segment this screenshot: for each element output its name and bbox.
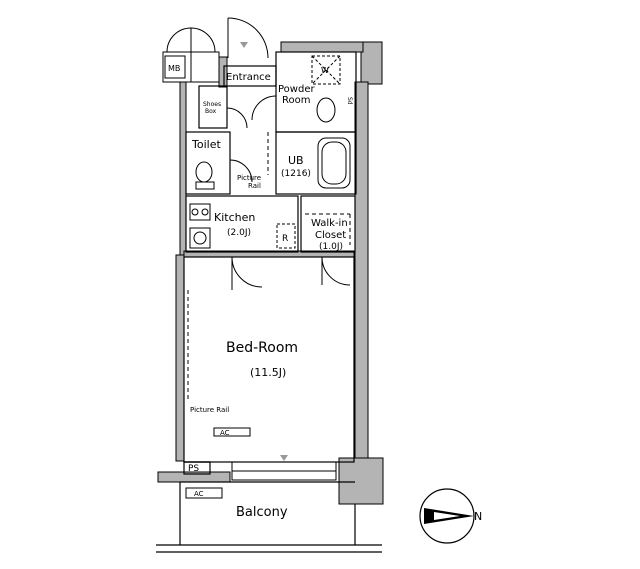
shelf-label: Sd xyxy=(346,97,353,105)
toilet-bowl xyxy=(195,161,213,183)
fridge-label: R xyxy=(282,234,288,244)
walkin-label-1: Walk-in xyxy=(311,218,348,229)
toilet-door xyxy=(229,159,253,183)
ub-box xyxy=(275,131,357,195)
washer-box xyxy=(311,55,341,85)
picture-rail-label-1: Picture xyxy=(237,174,261,182)
mb-box xyxy=(164,55,186,79)
picture-rail-label-2: Rail xyxy=(248,182,261,190)
powder-room-label-2: Room xyxy=(282,95,310,106)
powder-room-label-1: Powder xyxy=(278,84,315,95)
wall-left-upper xyxy=(179,81,187,258)
toilet-label: Toilet xyxy=(191,138,221,151)
wall-right-column xyxy=(354,81,369,463)
kitchen-label-1: Kitchen xyxy=(214,211,255,224)
ac-balcony-label: AC xyxy=(194,490,204,498)
bathtub-inner xyxy=(321,141,347,185)
ps-box xyxy=(183,461,211,475)
bedroom-label-2: (11.5J) xyxy=(250,366,286,379)
kitchen-sink xyxy=(189,227,211,249)
kitchen-label-2: (2.0J) xyxy=(227,228,251,238)
wall-left-lower xyxy=(175,254,185,462)
bedroom-box xyxy=(183,256,355,463)
meter-door-arc-right xyxy=(190,27,216,53)
partitions xyxy=(156,51,382,553)
meter-door-arc-left xyxy=(166,27,192,53)
vanity-sink xyxy=(316,97,336,123)
ac-room-unit xyxy=(213,427,251,437)
bedroom-picture-rail-label: Picture Rail xyxy=(190,406,229,414)
walkin-label-3: (1.0J) xyxy=(319,242,343,252)
bedroom-door-left xyxy=(231,256,263,290)
shoes-box-outline xyxy=(198,85,228,129)
compass: N xyxy=(419,488,482,544)
powder-door xyxy=(251,95,277,121)
toilet-tank xyxy=(195,181,215,190)
fridge-space xyxy=(276,223,296,249)
wall-right-upper xyxy=(360,41,383,85)
ub-label-1: UB xyxy=(288,154,304,167)
kitchen-box xyxy=(185,195,299,253)
front-door-arc xyxy=(227,17,269,59)
ac-room-label: AC xyxy=(220,429,230,437)
walls xyxy=(157,41,384,505)
entrance-label: Entrance xyxy=(226,72,271,83)
toilet-box xyxy=(185,131,231,195)
shoes-door xyxy=(226,107,248,129)
entry-marker xyxy=(240,42,248,48)
ac-balcony-unit xyxy=(185,487,223,499)
washer-label: W xyxy=(321,66,329,75)
balcony-marker xyxy=(280,455,288,461)
compass-north-label: N xyxy=(474,510,482,523)
stove xyxy=(189,203,211,221)
ub-label-2: (1216) xyxy=(281,169,311,179)
bedroom-label-1: Bed-Room xyxy=(226,340,298,356)
wall-right-pillar xyxy=(338,457,384,505)
bathtub xyxy=(317,137,351,189)
labels: Entrance Powder Room Shoes Box Toilet UB… xyxy=(168,64,353,520)
walkin-door xyxy=(321,256,351,286)
ps-label: PS xyxy=(188,464,199,474)
shoes-box-label-2: Box xyxy=(205,108,217,115)
wall-top-right xyxy=(280,41,364,53)
balcony-label: Balcony xyxy=(236,505,288,520)
shoes-box-label-1: Shoes xyxy=(203,101,221,108)
interior-doors xyxy=(226,95,351,290)
mb-label: MB xyxy=(168,64,180,73)
walkin-box xyxy=(300,195,356,253)
entry-doors xyxy=(162,17,269,83)
fixtures xyxy=(164,55,351,499)
walkin-label-2: Closet xyxy=(315,230,346,241)
